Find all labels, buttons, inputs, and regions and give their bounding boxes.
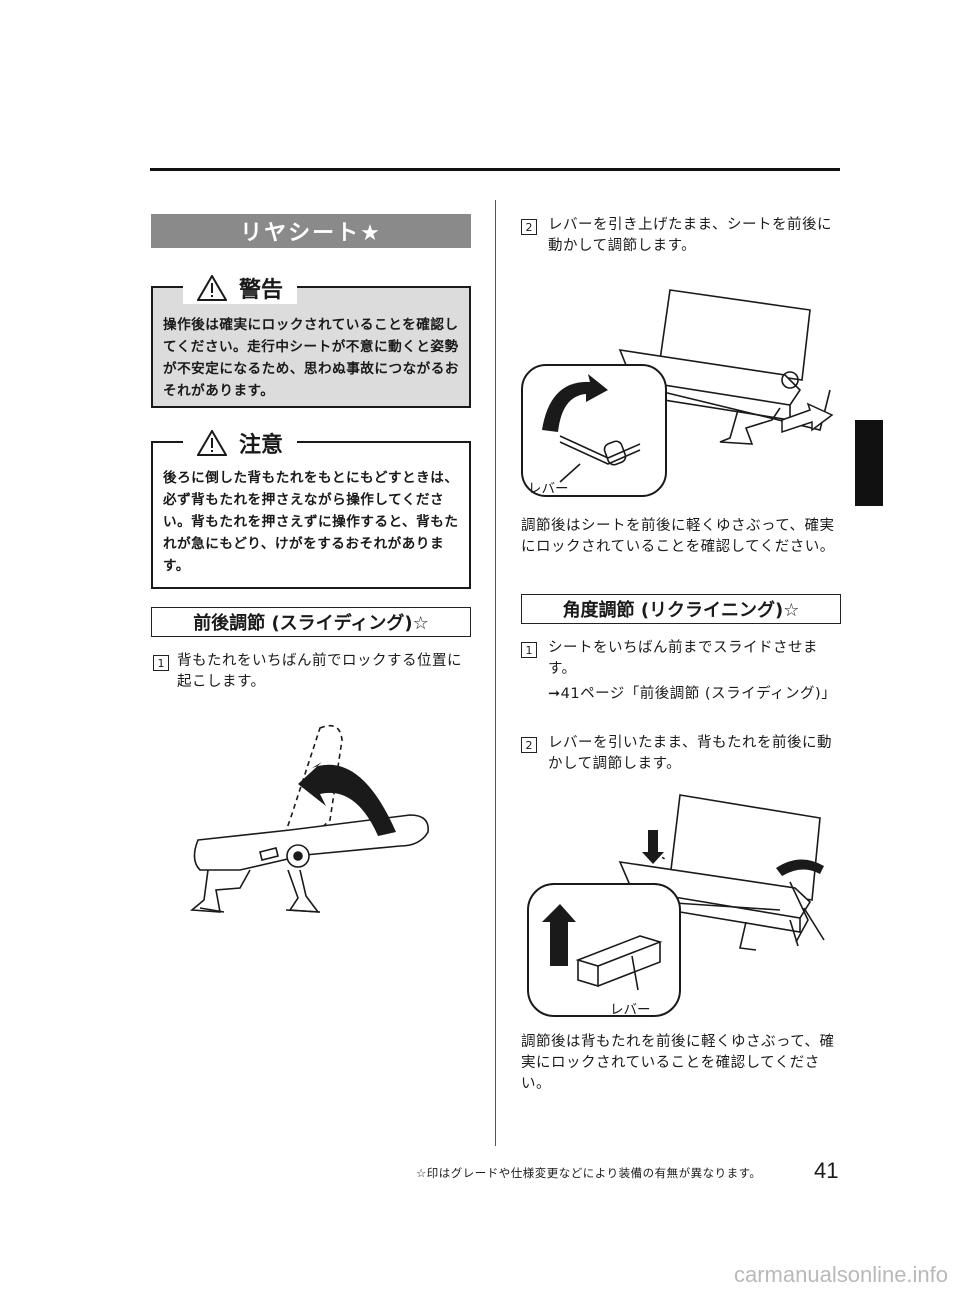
slide-lever-label: レバー [528,481,569,497]
recline-step-1-text: シートをいちばん前までスライドさせます。 [548,640,818,677]
caution-box: 注意 後ろに倒した背もたれをもとにもどすときは、必ず背もたれを押さえながら操作し… [151,427,471,589]
recline-heading: 角度調節 (リクライニング)☆ [521,594,841,624]
slide-after-text: 調節後はシートを前後に軽くゆさぶって、確実にロックされていることを確認してくださ… [521,518,835,555]
recline-lever-label: レバー [610,1002,651,1018]
backrest-raise-illustration [189,724,429,913]
slide-step-1-text: 背もたれをいちばん前でロックする位置に起こします。 [177,653,462,690]
warning-header: 警告 [183,272,298,304]
section-title: リヤシート★ [151,214,471,248]
footer-note: ☆印はグレードや仕様変更などにより装備の有無が異なります。 [416,1166,762,1180]
recline-step-1-number: 1 [521,642,537,658]
slide-step-1-number: 1 [153,655,169,671]
warning-triangle-icon [197,275,227,301]
seat-slide-illustration [521,289,834,497]
caution-header: 注意 [183,427,298,459]
recline-after-text: 調節後は背もたれを前後に軽くゆさぶって、確実にロックされていることを確認してくだ… [521,1034,835,1092]
recline-step-1-reference: ➞41ページ「前後調節 (スライディング)」 [548,686,837,702]
warning-text: 操作後は確実にロックされていることを確認してください。走行中シートが不意に動くと… [163,317,459,399]
top-rule [150,168,840,171]
caution-text: 後ろに倒した背もたれをもとにもどすときは、必ず背もたれを押さえながら操作してくだ… [163,470,459,574]
chapter-tab-marker [855,420,883,506]
caution-triangle-icon [197,430,227,456]
slide-heading: 前後調節 (スライディング)☆ [151,607,471,637]
warning-title: 警告 [239,278,284,303]
warning-box: 警告 操作後は確実にロックされていることを確認してください。走行中シートが不意に… [151,272,471,408]
page-number: 41 [814,1158,839,1183]
slide-step-2-text: レバーを引き上げたまま、シートを前後に動かして調節します。 [548,217,832,254]
seat-recline-illustration [527,794,825,1017]
slide-step-2-number: 2 [521,219,537,235]
column-divider [495,200,496,1146]
caution-title: 注意 [239,433,284,458]
recline-step-2-text: レバーを引いたまま、背もたれを前後に動かして調節します。 [548,735,832,772]
watermark: carmanualsonline.info [734,1262,949,1287]
recline-step-2-number: 2 [521,737,537,753]
